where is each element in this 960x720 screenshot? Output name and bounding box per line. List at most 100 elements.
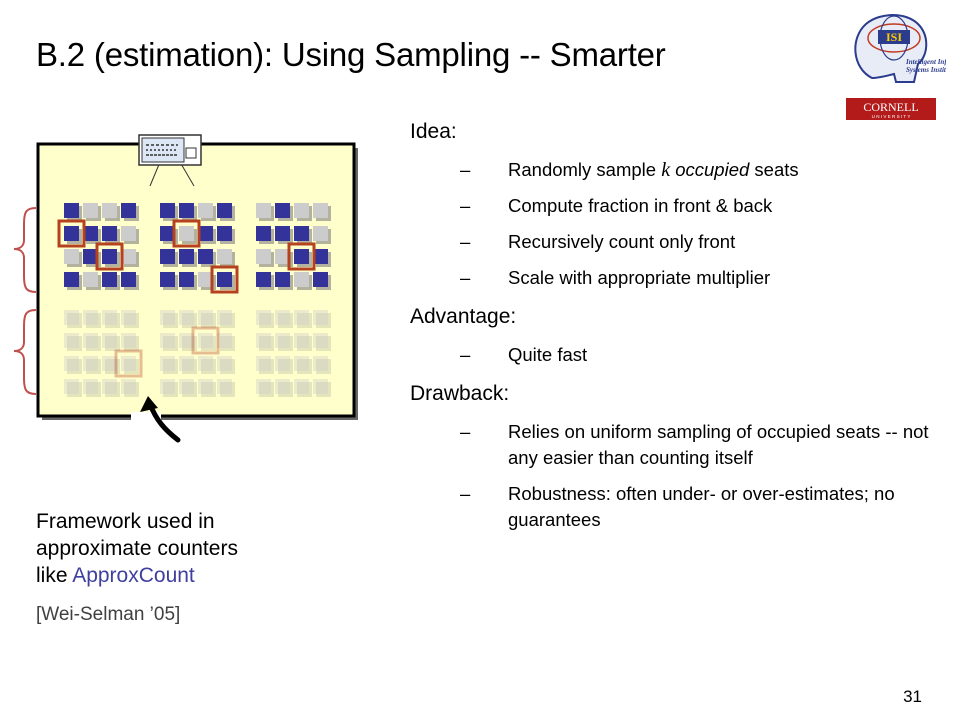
seat-empty [217, 310, 232, 325]
seat-shadow [220, 336, 235, 351]
seat-empty [179, 226, 194, 241]
seat-shadow [163, 336, 178, 351]
sample-markers [57, 219, 316, 378]
classroom-diagram [13, 134, 358, 443]
seat-empty [294, 379, 309, 394]
seat-shadow [105, 359, 120, 374]
seat-shadow [278, 359, 293, 374]
seat-shadow [278, 382, 293, 397]
seat-shadow [124, 382, 139, 397]
seat-empty [102, 310, 117, 325]
seat-shadow [163, 382, 178, 397]
back-brace [13, 309, 37, 395]
seat-occupied [64, 272, 79, 287]
svg-text:ISI: ISI [886, 30, 902, 44]
svg-text:Intelligent Information: Intelligent Information [905, 58, 946, 66]
seat-occupied [294, 226, 309, 241]
seat-occupied [179, 203, 194, 218]
seat-empty [198, 310, 213, 325]
sample-box-front [57, 219, 86, 248]
seat-empty [217, 333, 232, 348]
svg-text:Systems Institute: Systems Institute [906, 66, 946, 74]
seat-occupied [102, 249, 117, 264]
seat-shadow [278, 336, 293, 351]
seat-empty [198, 272, 213, 287]
seat-occupied [160, 249, 175, 264]
seat-occupied [121, 203, 136, 218]
seat-shadow [124, 336, 139, 351]
seat-shadow [259, 313, 274, 328]
seat-empty [64, 333, 79, 348]
seat-empty [275, 333, 290, 348]
seat-empty [83, 333, 98, 348]
seat-occupied [217, 203, 232, 218]
seat-occupied [64, 203, 79, 218]
slide-title: B.2 (estimation): Using Sampling -- Smar… [36, 36, 666, 73]
seat-empty [83, 356, 98, 371]
seat-empty [121, 356, 136, 371]
seat-empty [102, 333, 117, 348]
idea-bullet-4: –Scale with appropriate multiplier [460, 267, 771, 288]
seat-empty [313, 226, 328, 241]
seat-empty [121, 249, 136, 264]
seat-empty [217, 356, 232, 371]
seat-empty [160, 379, 175, 394]
seat-shadow [316, 313, 331, 328]
seat-empty [313, 310, 328, 325]
seat-empty [275, 310, 290, 325]
seat-shadow [163, 313, 178, 328]
seat-empty [121, 333, 136, 348]
svg-text:CORNELL: CORNELL [863, 100, 918, 114]
seat-empty [64, 310, 79, 325]
seat-empty [294, 333, 309, 348]
seat-occupied [256, 272, 271, 287]
seat-occupied [102, 272, 117, 287]
sample-box-front [210, 265, 239, 294]
seat-shadow [220, 313, 235, 328]
idea-heading: Idea: [410, 120, 457, 143]
seat-shadow [220, 359, 235, 374]
seat-occupied [256, 226, 271, 241]
seat-shadow [124, 359, 139, 374]
seat-empty [256, 249, 271, 264]
seat-empty [217, 379, 232, 394]
seat-empty [179, 379, 194, 394]
isi-logo: ISI Intelligent Information Systems Inst… [854, 14, 946, 83]
seat-shadow [105, 382, 120, 397]
seat-empty [179, 333, 194, 348]
drawback-bullet-1: –Relies on uniform sampling of occupied … [460, 421, 929, 468]
seat-shadow [259, 359, 274, 374]
seat-empty [294, 310, 309, 325]
seat-empty [160, 356, 175, 371]
seat-occupied [217, 226, 232, 241]
seat-empty [64, 249, 79, 264]
seat-occupied [217, 272, 232, 287]
seat-shadow [182, 336, 197, 351]
seat-shadow [67, 359, 82, 374]
seat-shadow [201, 336, 216, 351]
seat-shadow [220, 382, 235, 397]
idea-bullet-1: –Randomly sample k occupied seats [460, 159, 799, 181]
drawback-heading: Drawback: [410, 382, 510, 405]
seat-occupied [313, 249, 328, 264]
seat-shadow [297, 336, 312, 351]
seat-occupied [160, 226, 175, 241]
seat-empty [83, 203, 98, 218]
seat-shadow [105, 313, 120, 328]
seat-occupied [275, 272, 290, 287]
seat-empty [83, 272, 98, 287]
seat-empty [256, 379, 271, 394]
seat-empty [256, 333, 271, 348]
approxcount-link-text: ApproxCount [72, 564, 195, 587]
seat-shadow [297, 359, 312, 374]
seat-empty [64, 379, 79, 394]
seat-shadow [182, 313, 197, 328]
front-brace [13, 207, 37, 293]
sample-box-back [114, 349, 143, 378]
seat-empty [217, 249, 232, 264]
seat-shadow [86, 359, 101, 374]
idea-bullet-3: –Recursively count only front [460, 231, 736, 252]
seat-empty [102, 379, 117, 394]
seat-occupied [102, 226, 117, 241]
seat-empty [294, 272, 309, 287]
